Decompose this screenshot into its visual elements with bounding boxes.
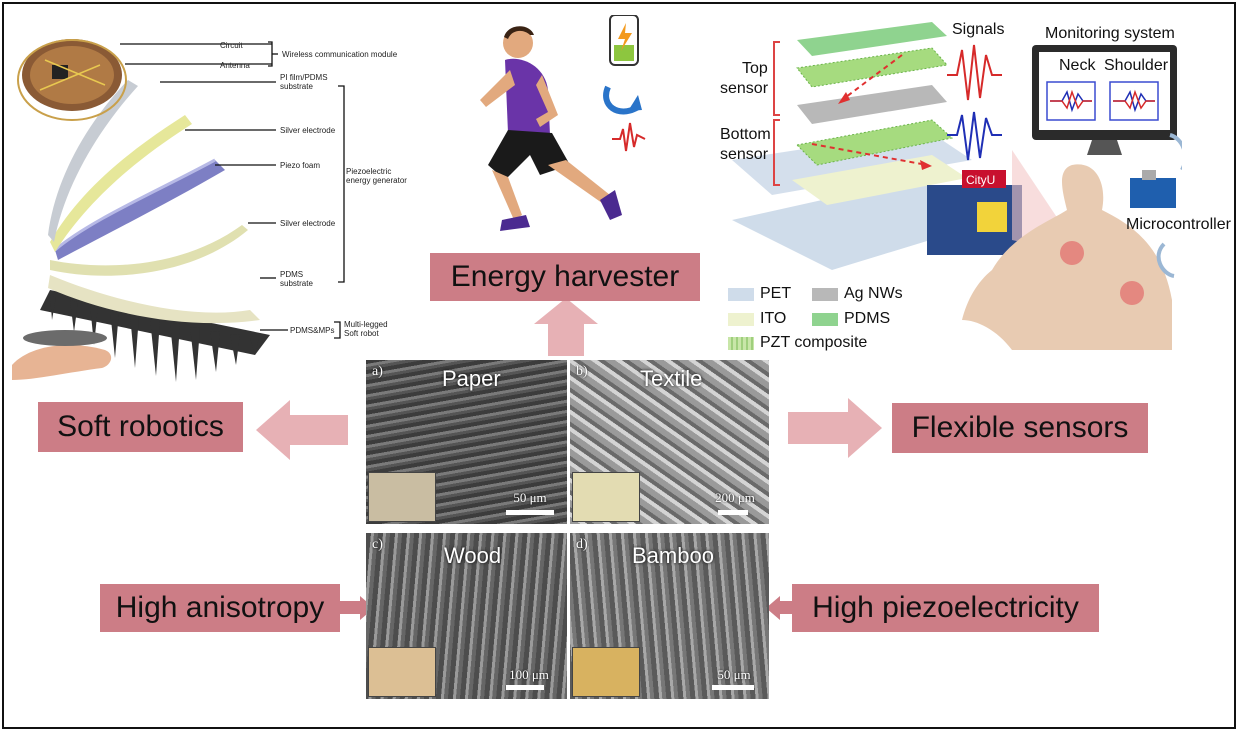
tile-scale-label: 100 μm xyxy=(509,667,549,682)
label-monitoring-system: Monitoring system xyxy=(1045,25,1175,42)
label-microcontroller: Microcontroller xyxy=(1126,216,1231,233)
tile-letter: d) xyxy=(576,537,588,552)
tile-scale-label: 50 μm xyxy=(513,490,547,505)
label-pi-film: PI film/PDMS xyxy=(280,73,328,82)
box-high-piezoelectricity: High piezoelectricity xyxy=(792,584,1099,632)
label-wireless-module: Wireless communication module xyxy=(282,50,398,59)
label-top-sensor: sensor xyxy=(720,80,769,97)
tile-letter: c) xyxy=(372,537,383,552)
box-high-anisotropy: High anisotropy xyxy=(100,584,340,632)
sem-tile-bamboo: d) Bamboo 50 μm xyxy=(570,533,769,699)
label-signals: Signals xyxy=(952,21,1005,38)
tile-scale-bar xyxy=(712,685,754,690)
tile-title: Textile xyxy=(640,366,703,391)
tile-letter: b) xyxy=(576,364,588,379)
label-multi-legged: Multi-legged xyxy=(344,320,388,329)
legend-swatch-agnws xyxy=(812,288,838,301)
arrow-up xyxy=(534,298,598,356)
legend-label-pdms: PDMS xyxy=(844,310,891,327)
tile-scale-bar xyxy=(506,685,544,690)
label-top: Top xyxy=(742,60,768,77)
label-pi-film-substrate: substrate xyxy=(280,82,313,91)
sensor-stack-illustration: CityU xyxy=(732,22,1182,350)
arrow-anisotropy xyxy=(340,596,374,620)
sem-tile-wood: c) Wood 100 μm xyxy=(366,533,567,699)
tile-inset-photo xyxy=(572,472,640,522)
label-silver-electrode-1: Silver electrode xyxy=(280,126,336,135)
legend-swatch-pet xyxy=(728,288,754,301)
label-soft-robot: Soft robot xyxy=(344,329,379,338)
tile-scale-bar xyxy=(506,510,554,515)
label-pdms-mps: PDMS&MPs xyxy=(290,326,335,335)
arrow-right xyxy=(788,398,882,458)
box-soft-robotics: Soft robotics xyxy=(38,402,243,452)
legend-swatch-pzt xyxy=(728,337,754,350)
box-flexible-sensors: Flexible sensors xyxy=(892,403,1148,453)
cityu-logo: CityU xyxy=(966,173,995,187)
sem-tile-paper: a) Paper 50 μm xyxy=(366,360,567,524)
label-pdms-substrate: substrate xyxy=(280,279,313,288)
legend-label-pet: PET xyxy=(760,285,792,302)
label-neck: Neck xyxy=(1059,57,1096,74)
label-piezo-foam: Piezo foam xyxy=(280,161,321,170)
label-circuit: Circuit xyxy=(220,41,243,50)
legend-swatch-pdms xyxy=(812,313,838,326)
sem-tile-textile: b) Textile 200 μm xyxy=(570,360,769,524)
legend-swatch-ito xyxy=(728,313,754,326)
tile-title: Wood xyxy=(444,543,502,568)
arrow-piezoelectricity xyxy=(766,596,792,620)
tile-inset-photo xyxy=(572,647,640,697)
runner-illustration xyxy=(480,15,646,231)
label-bottom: Bottom xyxy=(720,126,771,143)
label-pdms: PDMS xyxy=(280,270,304,279)
label-antenna: Antenna xyxy=(220,61,250,70)
label-piezo-generator-1: Piezoelectric xyxy=(346,167,392,176)
label-bottom-sensor: sensor xyxy=(720,146,769,163)
box-energy-harvester: Energy harvester xyxy=(430,253,700,301)
tile-title: Paper xyxy=(442,366,501,391)
tile-inset-photo xyxy=(368,647,436,697)
tile-inset-photo xyxy=(368,472,436,522)
legend-label-agnws: Ag NWs xyxy=(844,285,903,302)
label-silver-electrode-2: Silver electrode xyxy=(280,219,336,228)
tile-title: Bamboo xyxy=(632,543,714,568)
arrow-left xyxy=(256,400,348,460)
tile-scale-label: 50 μm xyxy=(717,667,751,682)
label-shoulder: Shoulder xyxy=(1104,57,1169,74)
tile-scale-bar xyxy=(718,510,748,515)
soft-robot-illustration xyxy=(12,39,345,382)
tile-scale-label: 200 μm xyxy=(715,490,755,505)
legend-label-pzt: PZT composite xyxy=(760,334,868,351)
tile-letter: a) xyxy=(372,364,383,379)
label-piezo-generator-2: energy generator xyxy=(346,176,407,185)
legend-label-ito: ITO xyxy=(760,310,787,327)
